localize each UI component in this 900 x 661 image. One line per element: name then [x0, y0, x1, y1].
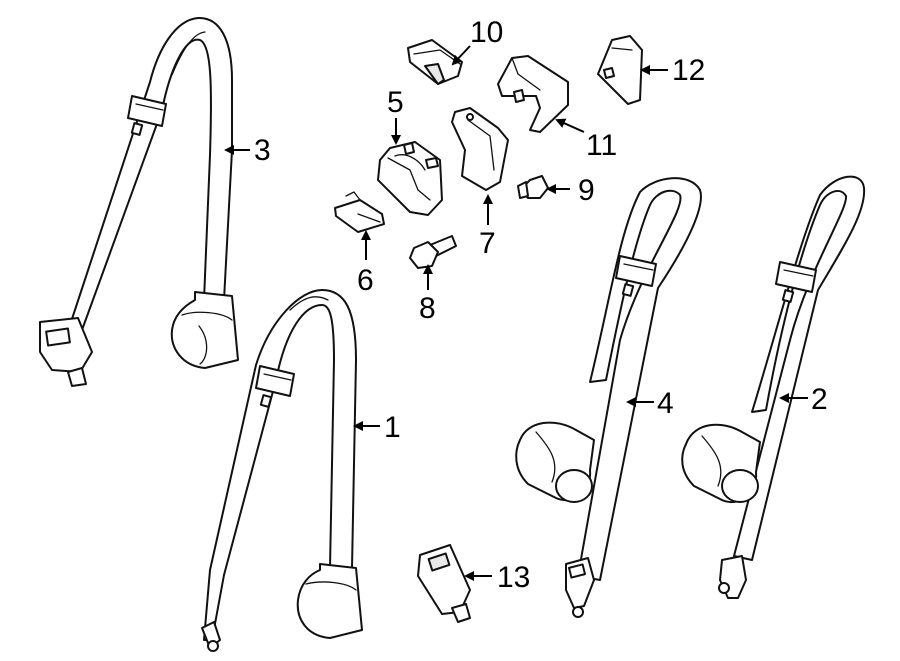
callout-13: 13 — [497, 561, 530, 594]
part-11-cover — [497, 55, 569, 133]
part-5-trim-housing — [377, 141, 443, 216]
part-9-push-pin — [517, 175, 549, 199]
callout-7: 7 — [479, 227, 496, 260]
callout-10: 10 — [470, 16, 503, 49]
callout-8: 8 — [419, 292, 436, 325]
callout-2: 2 — [811, 383, 828, 416]
part-13-buckle — [417, 544, 471, 623]
part-7-guide-bracket — [451, 107, 509, 191]
part-1-seat-belt — [201, 289, 363, 652]
callout-6: 6 — [357, 264, 374, 297]
callout-5: 5 — [387, 86, 404, 119]
leader-11 — [555, 118, 585, 133]
callout-11: 11 — [586, 129, 617, 162]
part-3-seat-belt — [39, 16, 239, 387]
callout-12: 12 — [672, 54, 705, 87]
part-2-seat-belt — [681, 175, 866, 599]
part-10-cover — [407, 39, 463, 85]
part-4-seat-belt — [515, 177, 702, 618]
part-12-panel — [597, 35, 643, 105]
callout-1: 1 — [384, 411, 401, 444]
callout-9: 9 — [578, 174, 595, 207]
leader-10 — [451, 45, 471, 66]
callout-4: 4 — [657, 387, 674, 420]
callout-3: 3 — [254, 134, 271, 167]
part-6-clip — [334, 191, 385, 233]
part-8-bolt — [409, 235, 457, 269]
